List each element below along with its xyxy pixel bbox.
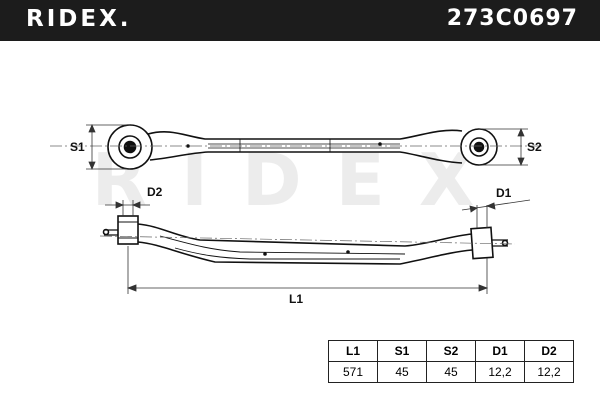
spec-header-row: L1 S1 S2 D1 D2	[328, 340, 574, 362]
header-bar: RIDEX. 273C0697	[0, 0, 600, 41]
spec-value-s1: 45	[377, 361, 427, 383]
dimension-d1	[461, 199, 531, 228]
technical-drawing: RIDEX S1 S2	[50, 123, 545, 306]
spec-header-d2: D2	[524, 340, 574, 362]
dimension-d2	[105, 200, 150, 216]
label-d1: D1	[496, 186, 512, 200]
spec-header-s2: S2	[426, 340, 476, 362]
spec-value-d1: 12,2	[475, 361, 525, 383]
label-d2: D2	[147, 185, 163, 199]
spec-header-d1: D1	[475, 340, 525, 362]
spec-value-l1: 571	[328, 361, 378, 383]
arm-top-view	[107, 124, 498, 170]
spec-header-s1: S1	[377, 340, 427, 362]
spec-value-row: 571 45 45 12,2 12,2	[328, 361, 574, 383]
part-number: 273C0697	[446, 6, 578, 31]
label-s1: S1	[70, 140, 85, 154]
dimension-s1	[86, 123, 130, 171]
spec-value-s2: 45	[426, 361, 476, 383]
arm-side-view	[102, 215, 509, 265]
brand-logo: RIDEX.	[26, 6, 132, 32]
dimension-l1	[126, 246, 489, 294]
label-l1: L1	[289, 292, 303, 306]
spec-value-d2: 12,2	[524, 361, 574, 383]
spec-header-l1: L1	[328, 340, 378, 362]
watermark: RIDEX	[92, 138, 509, 222]
dimension-s2	[479, 127, 528, 167]
label-s2: S2	[527, 140, 542, 154]
spec-table: L1 S1 S2 D1 D2 571 45 45 12,2 12,2	[328, 340, 574, 383]
